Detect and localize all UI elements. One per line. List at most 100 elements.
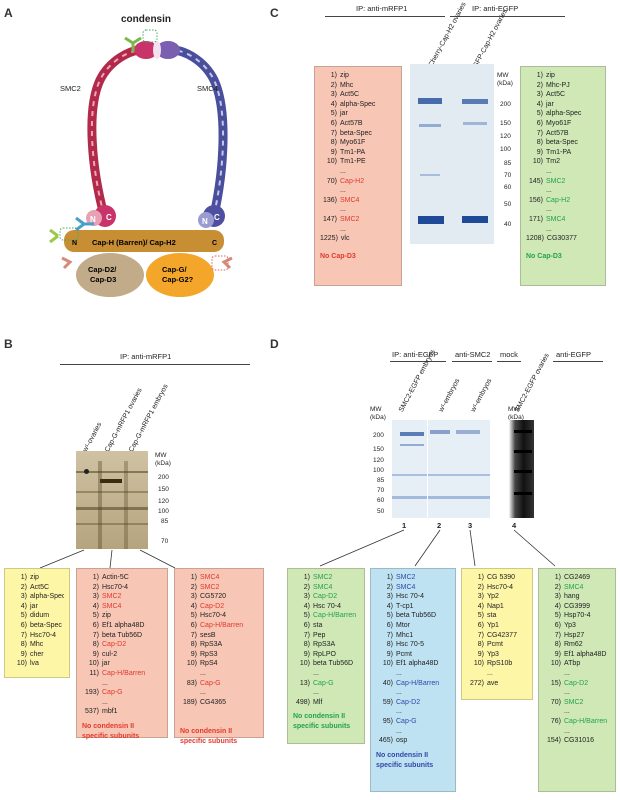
- list-item-rank: 4): [303, 602, 310, 610]
- list-item-rank: 70): [326, 177, 337, 185]
- list-item-protein: SMC2: [313, 574, 333, 581]
- list-item: 8)Mhc: [10, 640, 64, 650]
- panel-label-d: D: [270, 337, 279, 351]
- cap-d-blob: [76, 253, 144, 297]
- list-item: 2)Hsc70-4: [467, 583, 527, 593]
- list-item-rank: 95): [382, 717, 393, 725]
- d-box2-note: No condensin II specific subunits: [376, 751, 434, 769]
- list-item-protein: ...: [313, 669, 319, 677]
- list-item-rank: 11): [89, 669, 99, 677]
- list-item-rank: 9): [477, 650, 484, 658]
- list-item-rank: 4): [190, 602, 197, 610]
- b-mw-150: 150: [158, 486, 169, 493]
- list-item-protein: Cap-G: [313, 679, 334, 687]
- b-gel: [76, 451, 148, 549]
- list-item-protein: Cap-H2: [546, 196, 571, 204]
- list-item: ...: [376, 707, 450, 717]
- list-item-protein: zip: [30, 574, 39, 581]
- list-item: ...: [180, 688, 258, 698]
- list-item-rank: 1): [330, 72, 337, 79]
- list-item-protein: SMC2: [200, 583, 220, 591]
- list-item-protein: zip: [546, 72, 555, 79]
- d-anti-egfp-header: anti-EGFP: [556, 350, 592, 359]
- list-item-rank: 2): [554, 583, 561, 591]
- list-item-protein: ...: [564, 669, 570, 677]
- list-item-rank: 8): [536, 139, 543, 147]
- list-item: 6)Yp3: [544, 621, 610, 631]
- list-item: ...: [293, 688, 359, 698]
- d-anti-smc2-rule: [452, 361, 492, 362]
- list-item: 5)Cap-H/Barren: [293, 611, 359, 621]
- cap-h-label: Cap-H (Barren)/ Cap-H2: [92, 238, 176, 247]
- list-item-protein: Hsc70-4: [102, 583, 129, 591]
- list-item-protein: beta-Spec: [340, 129, 372, 137]
- list-item-protein: ...: [396, 669, 402, 677]
- list-item-protein: beta Tub56D: [396, 612, 437, 620]
- list-item: 8)Hsc 70-5: [376, 640, 450, 650]
- list-item-rank: 4): [330, 100, 337, 108]
- d-lane-number-4: 4: [512, 521, 517, 530]
- cap-h-c-label: C: [212, 240, 217, 247]
- list-item: 10)RpS4: [180, 659, 258, 669]
- list-item-protein: RpS4: [200, 660, 218, 668]
- d-mw1-100: 100: [373, 467, 384, 474]
- list-item-rank: 10): [16, 660, 27, 668]
- list-item-protein: Yp2: [487, 593, 499, 601]
- list-item-rank: 1): [554, 574, 561, 581]
- list-item: ...: [544, 727, 610, 737]
- d-lane-label-3: w¹-embryos: [470, 377, 494, 414]
- list-item-protein: cul-2: [102, 650, 118, 658]
- list-item-protein: Act57B: [340, 119, 363, 127]
- list-item-rank: 537): [84, 708, 99, 716]
- list-item: 4)Nap1: [467, 602, 527, 612]
- list-item: 3)Yp2: [467, 592, 527, 602]
- list-item: 5)Hsp70-4: [544, 611, 610, 621]
- list-item-rank: 5): [92, 612, 99, 620]
- b-connector-lines: [39, 549, 176, 569]
- list-item: 7)beta Tub56D: [82, 631, 162, 641]
- b-ip-header: IP: anti-mRFP1: [120, 352, 172, 361]
- list-item-protein: T-cp1: [396, 602, 414, 610]
- list-item-rank: 2): [330, 81, 337, 89]
- list-item: 1)SMC4: [180, 573, 258, 583]
- list-item: ...: [526, 205, 600, 215]
- list-item: 1)CG2469: [544, 573, 610, 583]
- list-item-protein: Tm2: [546, 158, 560, 166]
- list-item-protein: vlc: [340, 235, 350, 243]
- list-item: 11)Cap-H/Barren: [82, 669, 162, 679]
- list-item: 40)Cap-H/Barren: [376, 679, 450, 689]
- d-anti-egfp-rule: [553, 361, 603, 362]
- c-mw-40: 40: [504, 221, 512, 228]
- list-item-protein: ...: [564, 689, 570, 697]
- list-item-rank: 4): [554, 602, 561, 610]
- list-item: 4)alpha-Spec: [320, 100, 396, 110]
- list-item: 9)Pcmt: [376, 650, 450, 660]
- list-item-rank: 156): [528, 196, 543, 204]
- c-mw-title: MW (kDa): [497, 72, 513, 87]
- list-item: 154)CG31016: [544, 736, 610, 746]
- list-item: 4)Hsc 70-4: [293, 602, 359, 612]
- list-item: 7)beta-Spec: [320, 129, 396, 139]
- d-anti-smc2-header: anti-SMC2: [455, 350, 491, 359]
- d-lane-number-1: 1: [402, 521, 407, 530]
- list-item-protein: Myo61F: [546, 119, 572, 127]
- d-mw1-60: 60: [377, 497, 385, 504]
- list-item-protein: ...: [313, 689, 319, 697]
- list-item: 9)Ef1 alpha48D: [544, 650, 610, 660]
- list-item-protein: RpS3A: [313, 641, 336, 649]
- list-item-rank: 6): [20, 621, 27, 629]
- list-item-rank: 1208): [526, 235, 544, 243]
- c-gel: [410, 64, 494, 244]
- list-item: 3)Hsc 70-4: [376, 592, 450, 602]
- list-item-protein: SMC4: [200, 574, 220, 581]
- list-item: 8)Rm62: [544, 640, 610, 650]
- list-item-protein: sesB: [200, 631, 216, 639]
- list-item-rank: 5): [190, 612, 197, 620]
- list-item-rank: 3): [330, 91, 337, 99]
- list-item-rank: 5): [386, 612, 393, 620]
- list-item: 7)Pep: [293, 631, 359, 641]
- list-item-protein: ...: [546, 167, 552, 175]
